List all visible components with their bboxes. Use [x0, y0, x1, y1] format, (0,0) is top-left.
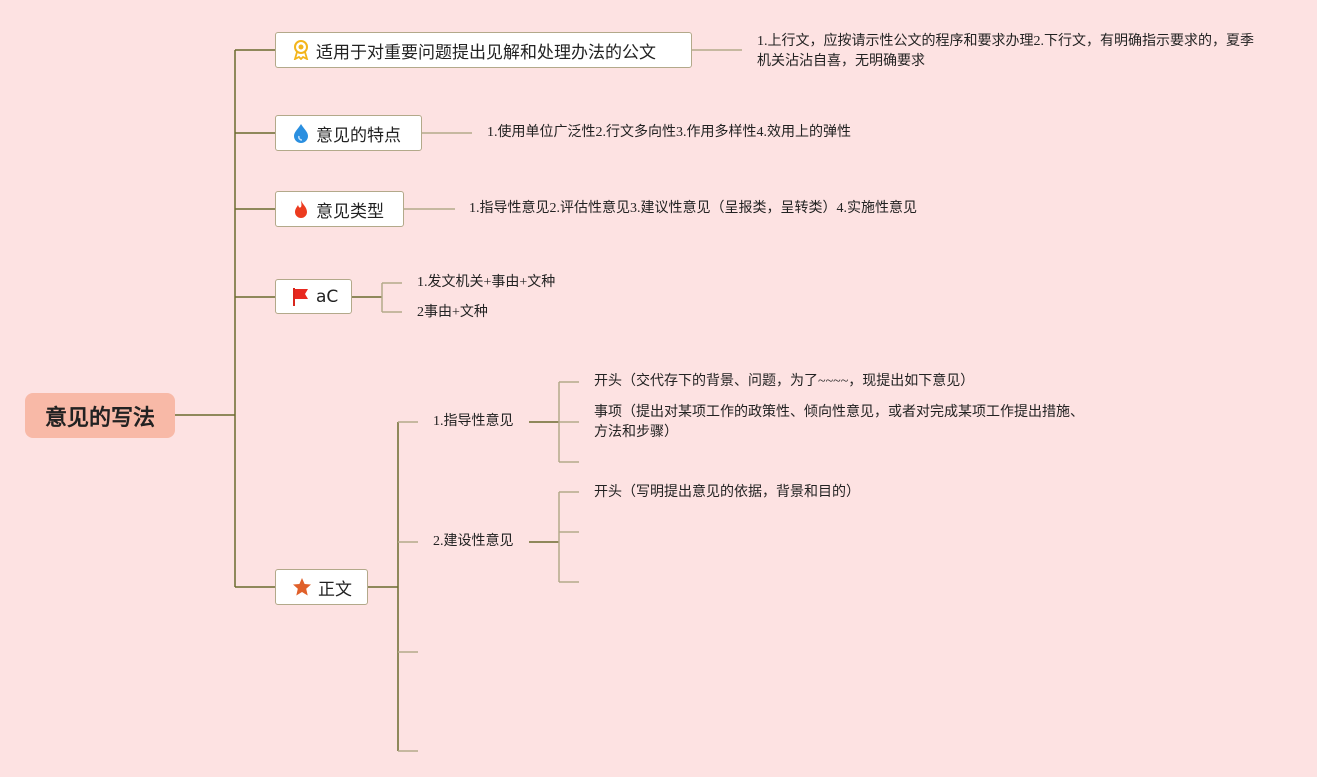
branch-label: aC	[316, 286, 339, 307]
sub-branch-label[interactable]: 1.指导性意见	[433, 414, 514, 429]
root-label: 意见的写法	[44, 405, 155, 431]
leaf-text: 开头（写明提出意见的依据，背景和目的）	[594, 485, 860, 500]
branch-types[interactable]: 意见类型	[275, 191, 404, 227]
branch-label: 意见的特点	[316, 125, 401, 146]
award-ribbon-icon	[293, 40, 309, 60]
flag-icon	[293, 287, 308, 306]
branch-label: 意见类型	[316, 201, 384, 222]
leaf-text: 事项（提出对某项工作的政策性、倾向性意见，或者对完成某项工作提出措施、方法和步骤…	[594, 405, 1084, 440]
water-drop-icon	[294, 124, 308, 143]
star-icon	[293, 578, 311, 596]
branch-label: 正文	[318, 579, 352, 600]
leaf-text: 2事由+文种	[417, 305, 488, 320]
fire-icon	[295, 200, 307, 218]
branch-body[interactable]: 正文	[275, 569, 368, 605]
root-node[interactable]: 意见的写法	[25, 393, 175, 438]
leaf-text: 开头（交代存下的背景、问题，为了~~~~，现提出如下意见）	[594, 374, 975, 389]
branch-detail: 1.上行文，应按请示性公文的程序和要求办理2.下行文，有明确指示要求的，夏季机关…	[757, 34, 1254, 69]
branch-features[interactable]: 意见的特点	[275, 115, 422, 151]
leaf-text: 1.发文机关+事由+文种	[417, 275, 556, 290]
branch-detail: 1.指导性意见2.评估性意见3.建议性意见（呈报类，呈转类）4.实施性意见	[469, 201, 917, 216]
branch-detail: 1.使用单位广泛性2.行文多向性3.作用多样性4.效用上的弹性	[487, 125, 851, 140]
branch-applicability[interactable]: 适用于对重要问题提出见解和处理办法的公文	[275, 32, 692, 68]
sub-branch-label[interactable]: 2.建设性意见	[433, 534, 514, 549]
branch-title[interactable]: aC	[275, 279, 352, 314]
branch-label: 适用于对重要问题提出见解和处理办法的公文	[316, 42, 656, 63]
